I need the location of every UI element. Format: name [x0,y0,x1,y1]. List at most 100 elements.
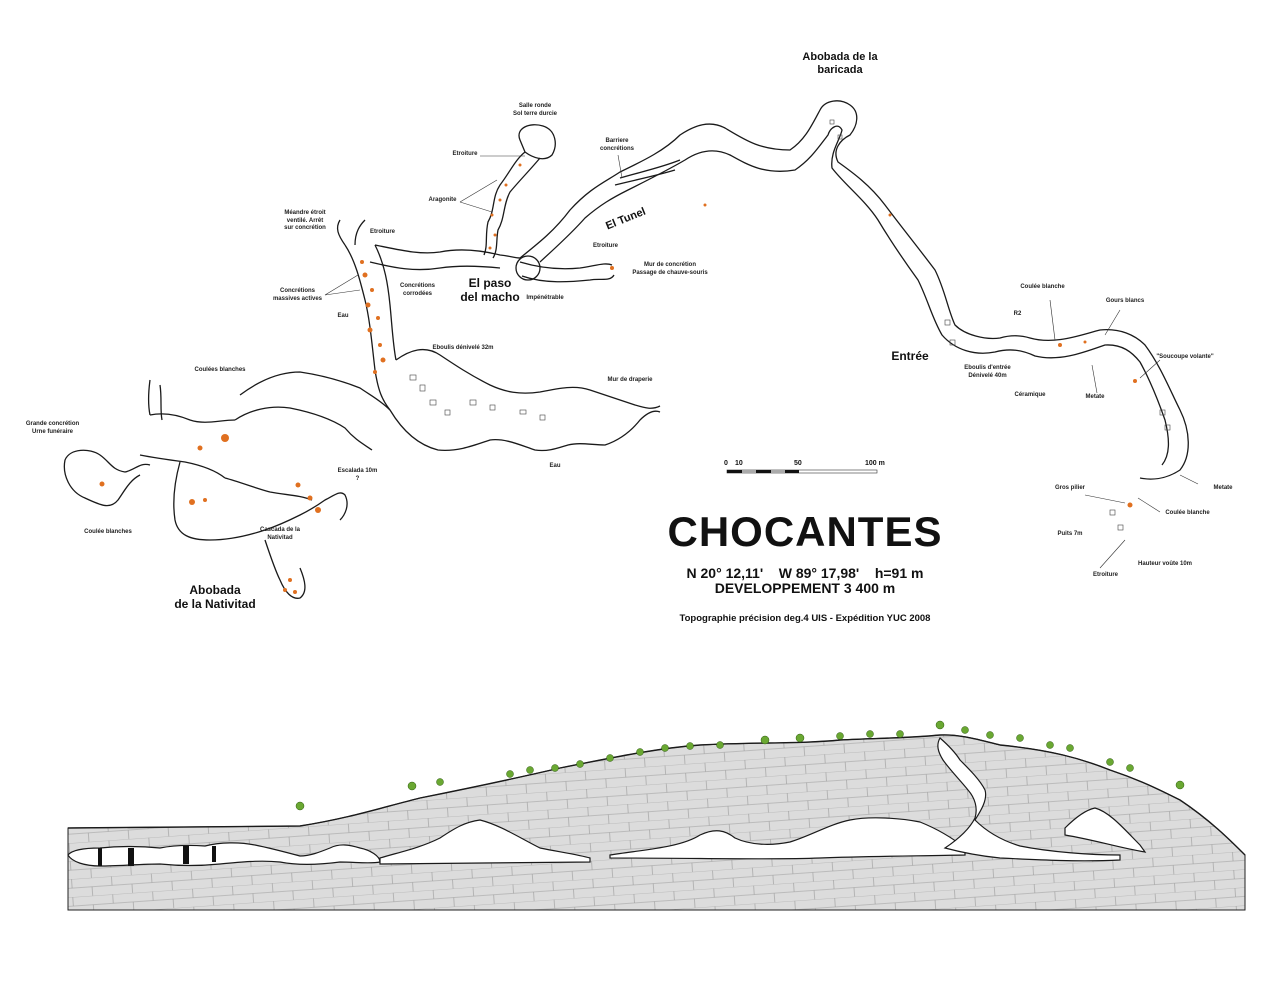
label-line: concrétions [599,145,634,152]
scale-tick-0: 0 [724,460,728,467]
scale-tick-50: 50 [794,460,802,467]
label-line: Coulées blanches [194,367,246,373]
profile-west-chamber [67,842,381,867]
label-mur-draperie: Mur de draperie [605,377,655,385]
label-entree: Entrée [880,349,940,363]
label-puits: Puits 7m [1055,531,1085,539]
label-meandre: Méandre étroit ventilé. Arrêt sur concré… [275,210,335,233]
label-line: Etroiture [592,243,618,249]
label-soucoupe: "Soucoupe volante" [1150,354,1220,362]
label-cascada: Cascada de la Nativitad [255,527,305,542]
label-line: Aragonite [428,197,457,203]
label-line: Concrétions [279,288,315,294]
rubble-blocks [409,119,1171,531]
label-line: corrodées [402,290,432,297]
label-line: de la Nativitad [174,597,256,612]
profile-east-chamber [1064,807,1147,853]
label-line: Concrétions [399,283,435,289]
label-line: Sol terre durcie [512,110,557,117]
label-line: Nativitad [267,534,293,541]
label-line: Barriere [605,138,629,144]
latitude: N 20° 12,11' [686,565,764,581]
profile-middle-passage [379,819,591,865]
label-coulee-blanche-3: Coulée blanche [1015,284,1070,292]
label-line: Etroiture [1092,572,1118,578]
label-escalada: Escalada 10m ? [335,468,380,483]
label-line: Coulée blanche [1020,284,1065,290]
concretion-markers [99,163,1137,594]
survey-credits: Topographie précision deg.4 UIS - Expédi… [679,613,931,624]
label-line: Gros pilier [1054,485,1085,491]
label-line: Hauteur voûte 10m [1137,561,1192,567]
label-eau-1: Eau [333,313,353,321]
rock-mass [67,734,1246,911]
label-etroiture-2: Etroiture [365,229,400,237]
label-el-paso-del-macho: El paso del macho [450,276,530,305]
el-tunel-gallery-inner [539,125,1170,466]
coordinates-line: N 20° 12,11' W 89° 17,98' h=91 m [640,566,970,581]
label-line: Cascada de la [259,527,301,533]
label-line: "Soucoupe volante" [1156,354,1214,360]
label-line: Etroiture [452,151,478,157]
label-line: Etroiture [369,229,395,235]
label-mur-concretion: Mur de concrétion Passage de chauve-sour… [625,262,715,277]
label-etroiture-4: Etroiture [1088,572,1123,580]
label-line: R2 [1013,311,1022,317]
label-line: Metate [1085,394,1105,400]
label-aragonite: Aragonite [425,197,460,205]
label-line: Eau [337,313,349,319]
label-line: Impénétrable [526,295,564,301]
label-eau-2: Eau [545,463,565,471]
label-line: Eboulis dénivelé 32m [432,345,494,351]
label-line: del macho [460,290,520,305]
label-grande-concretion: Grande concrétion Urne funéraire [20,421,85,436]
label-coulees-blanches-1: Coulées blanches [190,367,250,375]
scale-bar [726,469,878,474]
label-line: Coulée blanches [84,529,132,535]
coordinates-block: N 20° 12,11' W 89° 17,98' h=91 m DEVELOP… [640,566,970,596]
label-eboulis-32: Eboulis dénivelé 32m [428,345,498,353]
salle-ronde-chamber [518,124,556,160]
label-gros-pilier: Gros pilier [1050,485,1090,493]
eboulis-gallery [389,348,661,452]
cave-plan-map [63,100,1199,599]
label-salle-ronde: Salle ronde Sol terre durcie [500,103,570,118]
label-line: ? [355,475,360,482]
label-etroiture-3: Etroiture [588,243,623,251]
mur-concretion-branch [519,261,615,283]
label-line: Abobada [189,583,241,597]
label-line: Eboulis d'entrée [964,365,1011,371]
label-line: baricada [817,64,863,77]
label-line: El paso [468,276,512,290]
label-line: sur concrétion [284,225,326,231]
el-tunel-gallery [519,100,1189,480]
label-concretions-massives: Concrétions massives actives [270,288,325,303]
scale-tick-100: 100 m [865,460,885,467]
label-hauteur-voute: Hauteur voûte 10m [1135,561,1195,569]
label-line: ventilé. Arrêt [286,217,324,224]
map-title: CHOCANTES [667,508,943,555]
label-concretions-corrodees: Concrétions corrodées [395,283,440,298]
altitude: h=91 m [874,565,924,581]
label-coulee-blanches-2: Coulée blanches [78,529,138,537]
label-r2: R2 [1010,311,1025,319]
label-line: Méandre étroit [284,210,326,216]
label-eboulis-entree: Eboulis d'entrée Dénivelé 40m [960,365,1015,380]
label-line: Céramique [1014,392,1046,398]
longitude: W 89° 17,98' [778,565,860,581]
scale-tick-10: 10 [735,460,743,467]
label-abobada-nativitad: Abobada de la Nativitad [160,583,270,612]
label-etroiture-1: Etroiture [450,151,480,159]
label-line: massives actives [272,295,323,302]
main-ns-gallery [344,244,397,411]
label-line: Escalada 10m [337,468,378,474]
label-barriere: Barriere concrétions [592,138,642,153]
label-gours-blancs: Gours blancs [1100,298,1150,306]
aragonite-passage [483,151,541,259]
grande-concretion-lobe [63,449,151,507]
vegetation [295,720,1185,811]
label-line: Mur de concrétion [643,262,696,268]
profile-entrance-shaft [937,737,1121,862]
label-line: Dénivelé 40m [968,372,1007,379]
development-length: DEVELOPPEMENT 3 400 m [714,580,896,596]
